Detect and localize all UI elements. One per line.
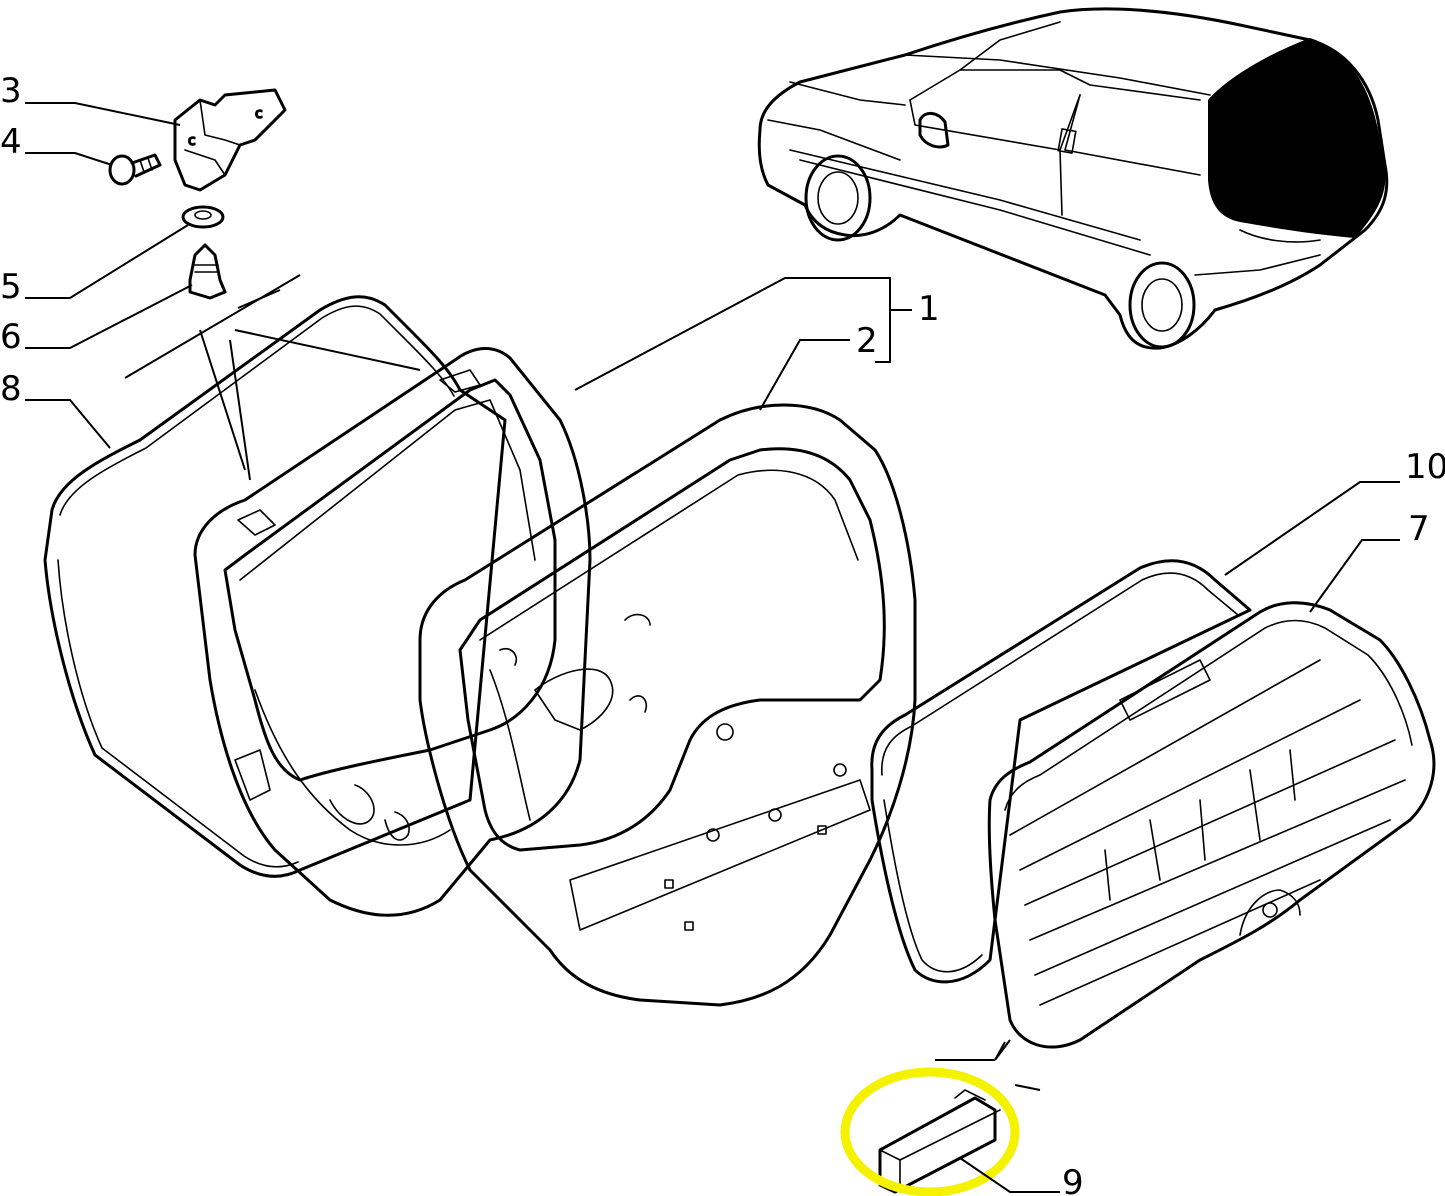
part-4-bolt xyxy=(108,153,162,186)
callout-7: 7 xyxy=(1408,509,1430,549)
callout-10: 10 xyxy=(1405,447,1445,487)
callout-8: 8 xyxy=(0,369,22,409)
callout-5: 5 xyxy=(0,267,22,307)
part-2-tailgate-outer xyxy=(418,403,917,1007)
callout-6: 6 xyxy=(0,317,22,357)
callout-2: 2 xyxy=(856,321,878,361)
svg-text:c: c xyxy=(255,106,263,122)
svg-text:c: c xyxy=(188,133,196,149)
part-8-seal xyxy=(43,295,507,878)
part-1-tailgate-inner xyxy=(193,347,592,917)
rear-glass-highlight xyxy=(1208,38,1386,238)
part-10-glass-seal xyxy=(870,559,1252,984)
leader-lines xyxy=(25,102,1400,1193)
part-6-stud xyxy=(188,243,227,300)
callout-3: 3 xyxy=(0,71,22,111)
callout-numbers: 1 2 3 4 5 6 7 8 9 10 xyxy=(0,71,1445,1196)
highlight-circle xyxy=(840,1067,1020,1196)
callout-4: 4 xyxy=(0,122,22,162)
part-3-latch-bracket: c c xyxy=(173,88,287,192)
callout-1: 1 xyxy=(918,289,940,329)
car-illustration xyxy=(757,7,1389,350)
callout-9: 9 xyxy=(1062,1163,1084,1196)
part-7-rear-glass xyxy=(987,601,1436,1049)
part-5-washer xyxy=(181,205,225,229)
